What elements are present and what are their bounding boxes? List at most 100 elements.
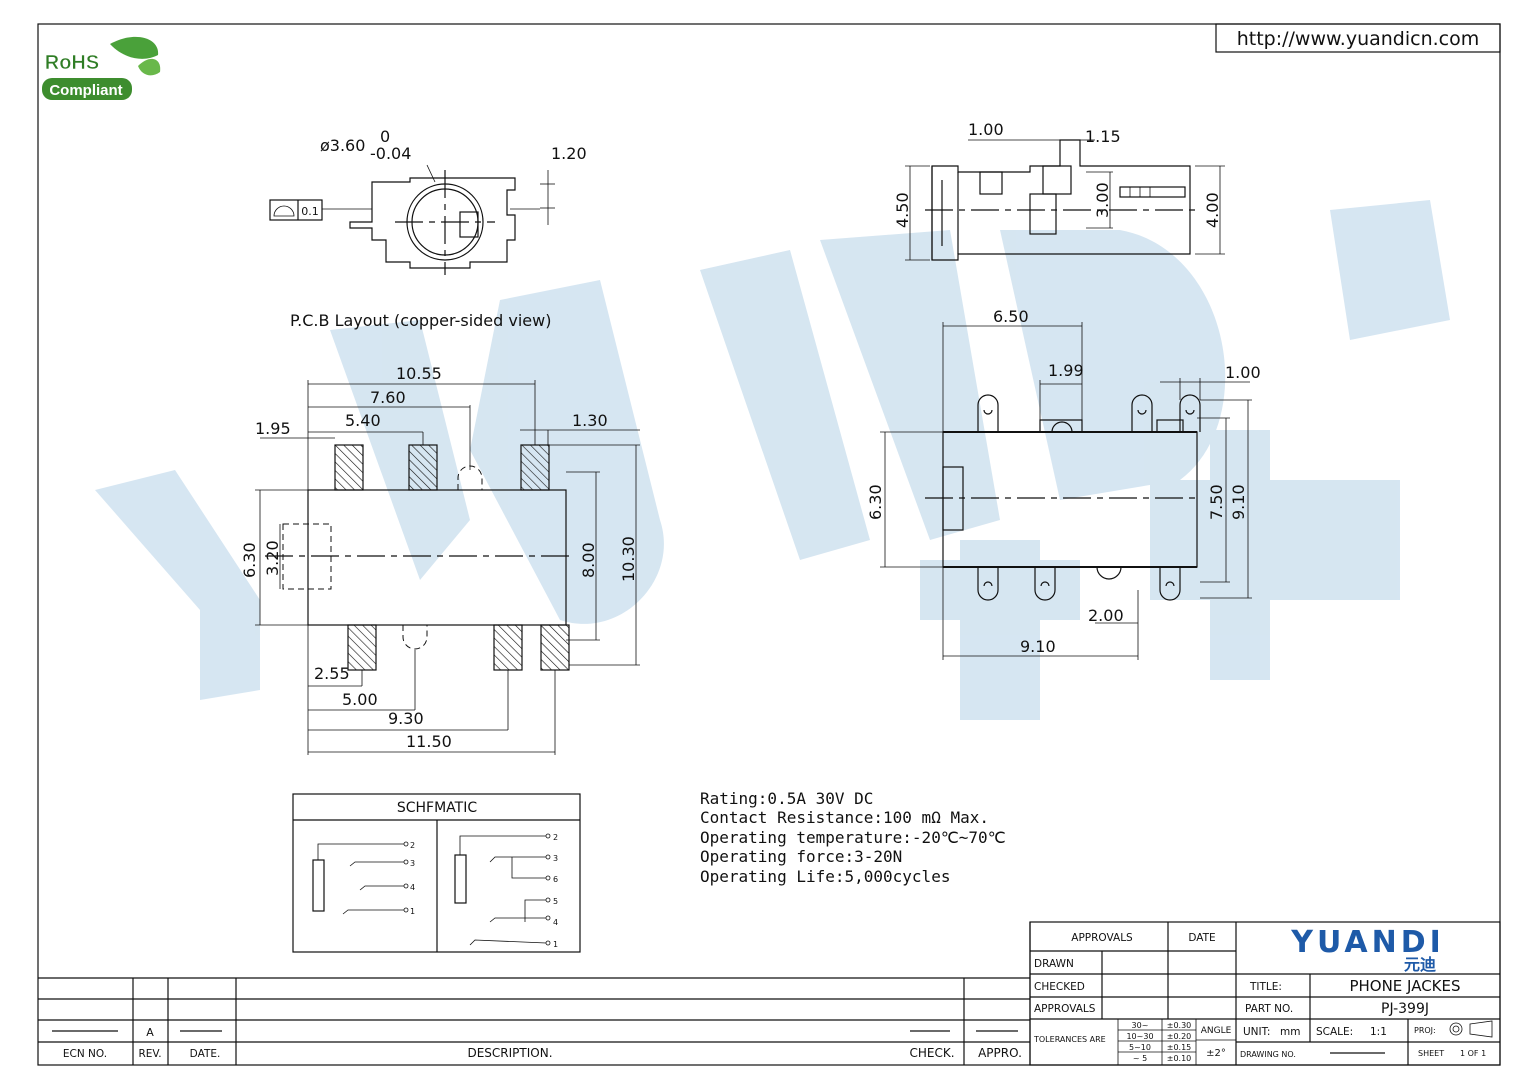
svg-text:9.30: 9.30 — [388, 709, 424, 728]
svg-text:CHECKED: CHECKED — [1034, 981, 1085, 993]
side-view: 1.00 1.15 4.50 3.00 4.00 — [893, 120, 1225, 261]
spec-rating: Rating:0.5A 30V DC — [700, 789, 873, 808]
svg-text:7.50: 7.50 — [1207, 484, 1226, 520]
svg-text:~ 5: ~ 5 — [1133, 1054, 1147, 1063]
svg-text:REV.: REV. — [138, 1048, 161, 1060]
yuandi-logo: YUANDI — [1290, 925, 1445, 960]
svg-text:6.30: 6.30 — [866, 484, 885, 520]
svg-text:1:1: 1:1 — [1370, 1026, 1387, 1038]
svg-text:TITLE:: TITLE: — [1249, 981, 1282, 993]
svg-text:9.10: 9.10 — [1229, 484, 1248, 520]
svg-text:A: A — [146, 1026, 154, 1039]
svg-text:ANGLE: ANGLE — [1201, 1026, 1232, 1036]
svg-text:ø3.60: ø3.60 — [320, 136, 365, 155]
svg-text:11.50: 11.50 — [406, 732, 452, 751]
spec-life: Operating Life:5,000cycles — [700, 867, 950, 886]
spec-temperature: Operating temperature:-20℃~70℃ — [700, 828, 1006, 847]
svg-text:4: 4 — [410, 883, 415, 892]
svg-text:3.20: 3.20 — [263, 540, 282, 576]
svg-text:2.55: 2.55 — [314, 664, 350, 683]
svg-text:UNIT:: UNIT: — [1243, 1026, 1270, 1038]
svg-text:6.50: 6.50 — [993, 307, 1029, 326]
svg-text:7.60: 7.60 — [370, 388, 406, 407]
spec-force: Operating force:3-20N — [700, 847, 902, 866]
svg-text:DRAWN: DRAWN — [1034, 958, 1074, 970]
svg-text:RoHS: RoHS — [45, 52, 99, 74]
svg-text:1.00: 1.00 — [968, 120, 1004, 139]
svg-text:P.C.B Layout (copper-sided vie: P.C.B Layout (copper-sided view) — [290, 311, 551, 330]
svg-text:APPROVALS: APPROVALS — [1071, 932, 1133, 944]
svg-text:1.00: 1.00 — [1225, 363, 1261, 382]
svg-text:0.1: 0.1 — [301, 205, 319, 218]
svg-text:±0.30: ±0.30 — [1167, 1021, 1192, 1030]
svg-text:1.20: 1.20 — [551, 144, 587, 163]
svg-text:6: 6 — [553, 875, 558, 884]
url-text: http://www.yuandicn.com — [1237, 28, 1480, 50]
revision-block: A ECN NO. REV. DATE. DESCRIPTION. CHECK.… — [38, 922, 1031, 1065]
svg-text:PART NO.: PART NO. — [1245, 1003, 1293, 1015]
svg-text:1: 1 — [410, 907, 415, 916]
rohs-logo: RoHS Compliant — [42, 36, 161, 100]
svg-text:PJ-399J: PJ-399J — [1381, 1001, 1429, 1017]
spec-contact-resistance: Contact Resistance:100 mΩ Max. — [700, 808, 989, 827]
svg-text:2.00: 2.00 — [1088, 606, 1124, 625]
svg-text:6.30: 6.30 — [240, 542, 259, 578]
svg-text:±0.10: ±0.10 — [1167, 1054, 1192, 1063]
svg-text:DATE: DATE — [1188, 932, 1215, 944]
svg-text:PHONE JACKES: PHONE JACKES — [1349, 977, 1460, 995]
projection-symbol-icon — [1449, 1022, 1463, 1036]
svg-text:5: 5 — [553, 897, 558, 906]
svg-text:APPROVALS: APPROVALS — [1034, 1003, 1096, 1015]
sheet-border — [37, 23, 1501, 1066]
svg-text:Compliant: Compliant — [49, 82, 122, 99]
svg-text:±2°: ±2° — [1206, 1048, 1226, 1059]
svg-text:-0.04: -0.04 — [370, 144, 411, 163]
svg-text:4.00: 4.00 — [1203, 192, 1222, 228]
svg-text:ECN NO.: ECN NO. — [63, 1048, 107, 1060]
footprint-view: 10.55 7.60 1.95 5.40 1.30 6.30 3.20 8.00… — [240, 364, 640, 755]
svg-text:1.99: 1.99 — [1048, 361, 1084, 380]
svg-text:3: 3 — [410, 859, 415, 868]
svg-text:DATE.: DATE. — [190, 1048, 221, 1060]
svg-text:CHECK.: CHECK. — [909, 1046, 954, 1060]
svg-text:1.30: 1.30 — [572, 411, 608, 430]
svg-text:1 OF 1: 1 OF 1 — [1460, 1049, 1486, 1058]
svg-text:APPRO.: APPRO. — [978, 1046, 1022, 1060]
front-view: 6.50 1.99 1.00 6.30 7.50 9.10 2.00 9.10 — [866, 307, 1261, 660]
url-box: http://www.yuandicn.com — [1215, 23, 1501, 53]
svg-text:1: 1 — [553, 940, 558, 949]
schematic: SCHFMATIC 2 3 4 1 2 3 6 5 4 1 — [292, 793, 581, 953]
svg-text:10~30: 10~30 — [1126, 1032, 1153, 1041]
svg-text:2: 2 — [553, 833, 558, 842]
svg-text:1.95: 1.95 — [255, 419, 291, 438]
svg-text:10.55: 10.55 — [396, 364, 442, 383]
svg-text:mm: mm — [1280, 1026, 1300, 1038]
svg-text:10.30: 10.30 — [619, 536, 638, 582]
svg-text:DESCRIPTION.: DESCRIPTION. — [467, 1046, 552, 1060]
svg-text:5~10: 5~10 — [1129, 1043, 1151, 1052]
svg-text:4: 4 — [553, 918, 558, 927]
svg-text:±0.20: ±0.20 — [1167, 1032, 1192, 1041]
svg-text:5.40: 5.40 — [345, 411, 381, 430]
yuandi-logo-cjk: 元迪 — [1404, 955, 1436, 974]
svg-text:30~: 30~ — [1132, 1021, 1149, 1030]
svg-text:9.10: 9.10 — [1020, 637, 1056, 656]
svg-text:4.50: 4.50 — [893, 192, 912, 228]
svg-text:5.00: 5.00 — [342, 690, 378, 709]
specifications: Rating:0.5A 30V DC Contact Resistance:10… — [700, 789, 1006, 886]
title-block: APPROVALS DATE DRAWN CHECKED APPROVALS T… — [1029, 921, 1501, 1066]
watermark — [95, 200, 1450, 720]
svg-text:DRAWING NO.: DRAWING NO. — [1240, 1050, 1296, 1059]
svg-text:0: 0 — [380, 127, 390, 146]
svg-text:SCHFMATIC: SCHFMATIC — [397, 800, 477, 816]
svg-text:1.15: 1.15 — [1085, 127, 1121, 146]
svg-text:3: 3 — [553, 854, 558, 863]
pcb-layout-view: 0.1 ø3.60 0 -0.04 1.20 P.C.B Layout (cop… — [269, 127, 587, 330]
svg-text:TOLERANCES ARE: TOLERANCES ARE — [1033, 1035, 1106, 1044]
svg-text:2: 2 — [410, 841, 415, 850]
svg-text:SHEET: SHEET — [1418, 1049, 1444, 1058]
svg-text:±0.15: ±0.15 — [1167, 1043, 1192, 1052]
svg-text:3.00: 3.00 — [1093, 182, 1112, 218]
svg-text:8.00: 8.00 — [579, 542, 598, 578]
